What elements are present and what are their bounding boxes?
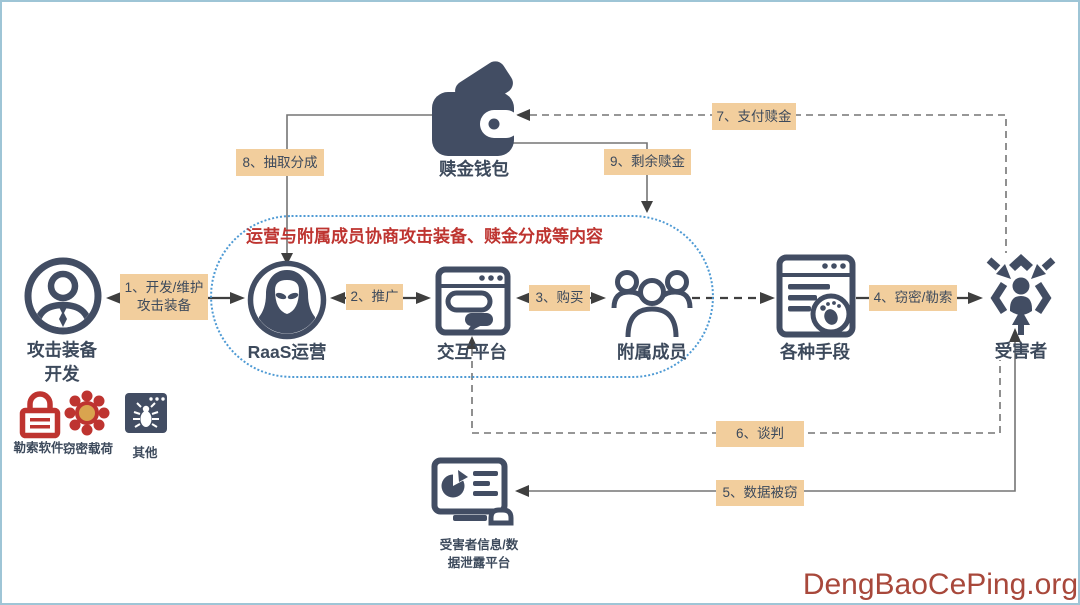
raas-operator-icon (247, 260, 327, 340)
affiliates-label: 附属成员 (617, 342, 687, 362)
negotiation-boundary (210, 215, 714, 378)
means-label: 各种手段 (780, 342, 850, 362)
other-malware-icon (125, 393, 167, 433)
wallet-label: 赎金钱包 (439, 159, 509, 179)
edge-label-3: 3、购买 (529, 285, 590, 311)
negotiation-note: 运营与附属成员协商攻击装备、赎金分成等内容 (246, 227, 603, 246)
victim-icon (986, 254, 1056, 335)
victim-label: 受害者 (994, 341, 1048, 361)
attack-means-icon (776, 254, 856, 338)
edge-label-5: 5、数据被窃 (716, 480, 804, 506)
edge-label-2: 2、推广 (346, 284, 403, 310)
ransomware-lock-icon (19, 391, 61, 439)
raas-label: RaaS运营 (247, 342, 327, 362)
developer-label-line1: 攻击装备 (27, 340, 97, 360)
edge-label-9: 9、剩余赎金 (604, 149, 691, 175)
edge-7-line (516, 109, 1007, 253)
affiliates-means-line (692, 292, 775, 304)
edge-label-1-line1: 1、开发/维护 (124, 280, 204, 295)
ransomware-label: 勒索软件 (13, 441, 64, 455)
edge-5-line (515, 328, 1021, 497)
stealer-payload-icon (64, 390, 110, 436)
interaction-platform-icon (435, 266, 511, 336)
leak-platform-label: 受害者信息/数 据泄露平台 (409, 536, 549, 572)
edge-label-4: 4、窃密/勒索 (869, 285, 957, 311)
edge-label-1-line2: 攻击装备 (137, 298, 191, 313)
ransom-wallet-icon (432, 61, 520, 156)
edge-9-line (510, 142, 653, 213)
edge-label-8: 8、抽取分成 (236, 149, 324, 176)
stealer-label: 窃密载荷 (62, 442, 113, 456)
edge-label-7: 7、支付赎金 (712, 103, 796, 130)
developer-label-line2: 开发 (44, 364, 80, 384)
leak-platform-label-line1: 受害者信息/数 (439, 538, 519, 552)
other-label: 其他 (132, 446, 158, 460)
edge-label-6: 6、谈判 (716, 421, 804, 447)
developer-label: 攻击装备 开发 (6, 338, 118, 386)
watermark: DengBaoCePing.org (802, 568, 1078, 601)
developer-icon (24, 257, 102, 335)
edge-label-1: 1、开发/维护 攻击装备 (120, 274, 208, 320)
leak-platform-icon (431, 457, 514, 526)
leak-platform-label-line2: 据泄露平台 (447, 556, 511, 570)
platform-label: 交互平台 (437, 342, 507, 362)
affiliates-icon (611, 270, 693, 338)
